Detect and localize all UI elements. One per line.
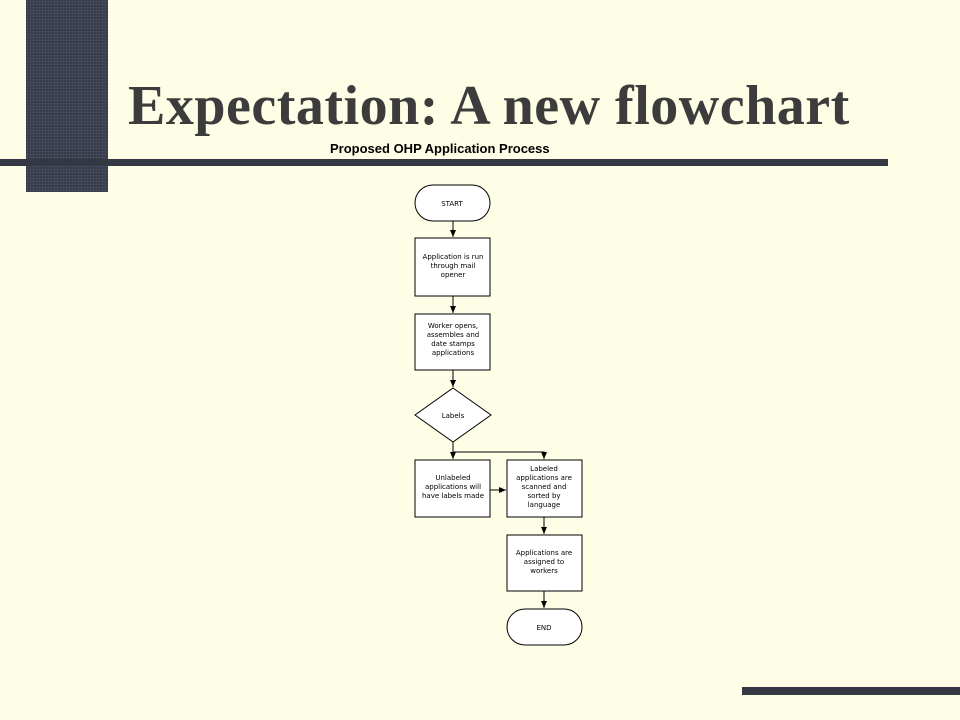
process-shape [506,534,583,592]
node-label-line: opener [441,271,466,279]
process-shape [414,237,491,297]
node-label-line: language [528,501,561,509]
node-label-line: Unlabeled [435,474,470,482]
process-shape [414,459,491,518]
edge-labels-to-labeled [453,451,547,459]
decision-shape [414,387,492,443]
footer-accent-bar [742,687,960,695]
node-label-line: START [441,200,463,208]
node-end: END [506,608,583,646]
node-label-line: Application is run [423,253,484,261]
node-label-line: applications will [425,483,481,491]
node-label-line: assembles and [427,331,479,339]
node-label-line: END [536,624,551,632]
node-start-label: START [441,200,463,208]
node-label-line: Applications are [516,549,572,557]
connectors [450,221,547,608]
node-start: START [414,184,491,222]
slide-title: Expectation: A new flowchart [128,75,850,137]
node-labels-decision: Labels [414,387,492,443]
node-label-line: applications are [516,474,572,482]
node-label-line: Labeled [530,465,558,473]
terminal-shape [506,608,583,646]
process-shape [506,459,583,518]
node-label-line: date stamps [431,340,475,348]
node-label-line: sorted by [527,492,560,500]
node-label-line: applications [432,349,475,357]
node-end-label: END [536,624,551,632]
node-label-line: scanned and [522,483,567,491]
process-shape [414,313,491,371]
terminal-shape [414,184,491,222]
node-label-line: Labels [442,412,465,420]
node-label-line: have labels made [422,492,484,500]
flowchart-title: Proposed OHP Application Process [330,141,550,156]
title-underline-bar [0,159,888,166]
node-label-line: through mail [431,262,476,270]
node-label-line: Worker opens, [428,322,478,330]
node-labels-label: Labels [442,412,465,420]
node-label-line: assigned to [524,558,564,566]
node-label-line: workers [530,567,558,575]
